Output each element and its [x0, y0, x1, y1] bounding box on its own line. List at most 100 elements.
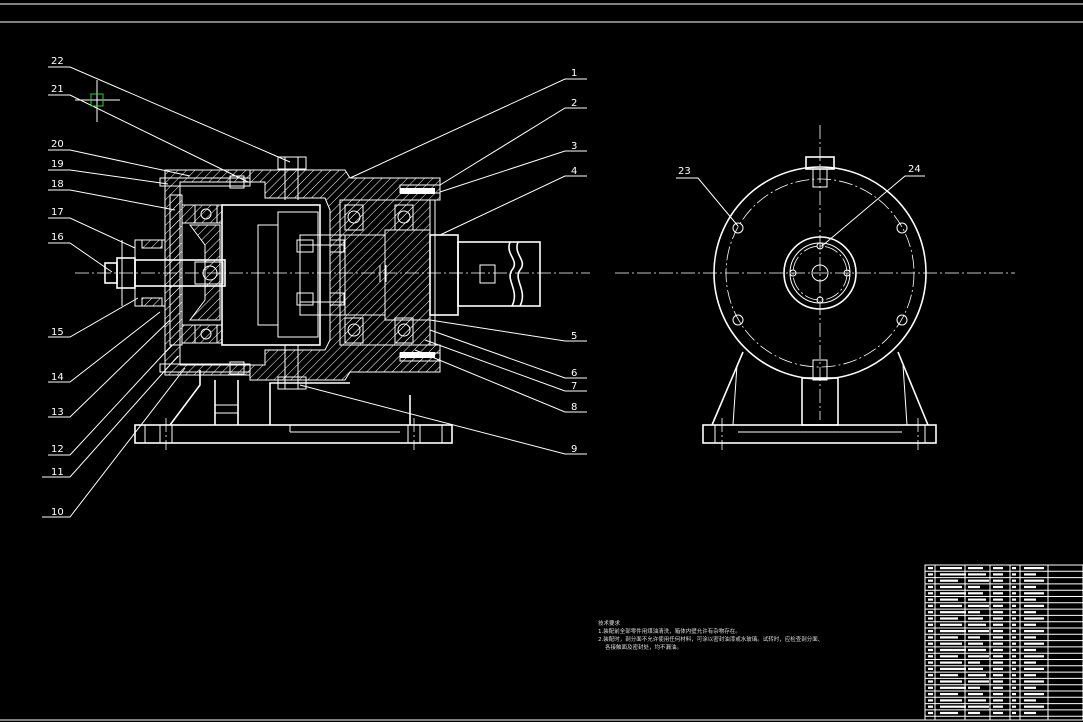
bom-cell-mark — [940, 667, 966, 670]
bom-cell-mark — [968, 636, 980, 639]
label-8: 8 — [571, 402, 577, 413]
bom-cell-mark — [993, 598, 1003, 601]
bom-cell-mark — [928, 642, 933, 645]
label-24: 24 — [908, 164, 921, 175]
label-20: 20 — [51, 139, 64, 150]
bom-cell-mark — [1024, 661, 1036, 664]
bom-cell-mark — [928, 573, 933, 576]
bom-cell-mark — [940, 604, 962, 607]
bom-cell-mark — [993, 705, 1003, 708]
bom-cell-mark — [928, 611, 933, 614]
leader-lines — [42, 66, 587, 518]
bom-cell-mark — [1012, 579, 1016, 582]
bom-cell-mark — [940, 705, 966, 708]
bom-cell-mark — [993, 604, 1003, 607]
bom-cell-mark — [968, 567, 983, 570]
bom-cell-mark — [928, 711, 933, 715]
bom-cell-mark — [1024, 711, 1036, 715]
part-labels-side: 23 24 — [678, 164, 921, 177]
bom-cell-mark — [1012, 711, 1016, 715]
bom-cell-mark — [928, 579, 933, 582]
bom-cell-mark — [968, 642, 983, 645]
bom-cell-mark — [1024, 686, 1036, 689]
parts-list-table — [924, 564, 1083, 721]
bom-cell-mark — [1012, 585, 1016, 589]
bom-cell-mark — [993, 585, 1003, 589]
bom-cell-mark — [968, 598, 986, 601]
bom-cell-mark — [993, 674, 1003, 677]
bom-cell-mark — [993, 611, 1003, 614]
label-22: 22 — [51, 56, 64, 67]
inner-rotor — [189, 204, 431, 346]
bom-cell-mark — [928, 648, 933, 652]
notes-line-2: 2.装配时，剖分面不允许使用任何材料，可涂以密封油漆或水玻璃。试转时，应检查剖分… — [598, 635, 823, 643]
label-23: 23 — [678, 166, 691, 177]
label-13: 13 — [51, 407, 64, 418]
bom-cell-mark — [1012, 573, 1016, 576]
bom-cell-mark — [1012, 611, 1016, 614]
bom-cell-mark — [1024, 705, 1044, 708]
bom-cell-mark — [1012, 655, 1016, 658]
bom-cell-mark — [928, 592, 933, 595]
bom-cell-mark — [1012, 567, 1016, 570]
bom-cell-mark — [1024, 585, 1036, 589]
label-10: 10 — [51, 507, 64, 518]
bom-cell-mark — [940, 567, 962, 570]
output-shaft — [429, 234, 541, 316]
notes-line-1: 1.装配前全部零件用煤油清洗，箱体内壁允许有杂物存在。 — [598, 627, 741, 635]
drawing-frame — [0, 3, 1083, 721]
bom-cell-mark — [1012, 598, 1016, 601]
bom-cell-mark — [1012, 617, 1016, 620]
label-21: 21 — [51, 84, 64, 95]
bom-cell-mark — [968, 686, 980, 689]
bom-cell-mark — [1012, 648, 1016, 652]
label-7: 7 — [571, 381, 577, 392]
label-18: 18 — [51, 179, 64, 190]
bom-cell-mark — [928, 661, 933, 664]
bom-cell-mark — [1024, 674, 1036, 677]
bom-cell-mark — [993, 567, 1003, 570]
bom-cell-mark — [968, 680, 989, 683]
label-15: 15 — [51, 327, 64, 338]
bom-cell-mark — [968, 623, 986, 626]
label-11: 11 — [51, 467, 64, 478]
bom-cell-mark — [993, 699, 1003, 702]
bom-cell-mark — [993, 636, 1003, 639]
bom-cell-mark — [993, 579, 1003, 582]
part-labels-left: 22 21 20 19 18 17 16 15 14 13 12 11 10 — [51, 56, 64, 518]
bom-cell-mark — [968, 617, 983, 620]
label-14: 14 — [51, 372, 64, 383]
bom-cell-mark — [1024, 680, 1044, 683]
side-view — [615, 125, 1015, 450]
bom-cell-mark — [993, 630, 1003, 633]
bom-cell-mark — [940, 711, 958, 715]
bom-cell-mark — [928, 674, 933, 677]
bom-cell-mark — [1012, 699, 1016, 702]
bom-cell-mark — [968, 630, 989, 633]
bom-cell-mark — [993, 667, 1003, 670]
bom-cell-mark — [1024, 699, 1036, 702]
bom-cell-mark — [940, 592, 966, 595]
bom-cell-mark — [940, 693, 958, 696]
label-1: 1 — [571, 68, 577, 79]
bom-cell-mark — [928, 617, 933, 620]
bom-cell-mark — [940, 630, 966, 633]
bom-cell-mark — [928, 623, 933, 626]
label-19: 19 — [51, 159, 64, 170]
bom-cell-mark — [940, 598, 958, 601]
label-5: 5 — [571, 331, 577, 342]
bom-cell-mark — [993, 648, 1003, 652]
bom-cell-mark — [928, 567, 933, 570]
bom-cell-mark — [993, 680, 1003, 683]
bom-cell-mark — [968, 699, 986, 702]
bom-cell-mark — [928, 598, 933, 601]
bom-cell-mark — [940, 655, 958, 658]
label-12: 12 — [51, 444, 64, 455]
bom-cell-mark — [940, 636, 958, 639]
bom-cell-mark — [993, 711, 1003, 715]
bom-cell-mark — [993, 642, 1003, 645]
bom-cell-mark — [968, 674, 986, 677]
bom-cell-mark — [1024, 611, 1036, 614]
bom-cell-mark — [1012, 686, 1016, 689]
